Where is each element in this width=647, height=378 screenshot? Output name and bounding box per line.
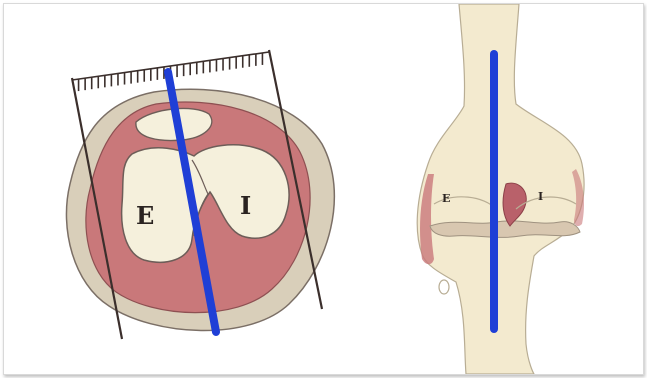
label-e-frontal: E	[442, 192, 450, 205]
label-e-cross-section: E	[136, 201, 154, 230]
label-i-frontal: I	[538, 190, 543, 203]
figure-frame: E I E I	[3, 3, 644, 375]
knee-figure: E I E I	[4, 4, 643, 374]
knee-bones	[417, 4, 584, 374]
knee-frontal-view: E I	[417, 4, 584, 374]
knee-cross-section: E I	[66, 50, 334, 339]
fibula-head	[439, 280, 449, 294]
meniscus	[430, 221, 580, 238]
label-i-cross-section: I	[240, 191, 251, 220]
